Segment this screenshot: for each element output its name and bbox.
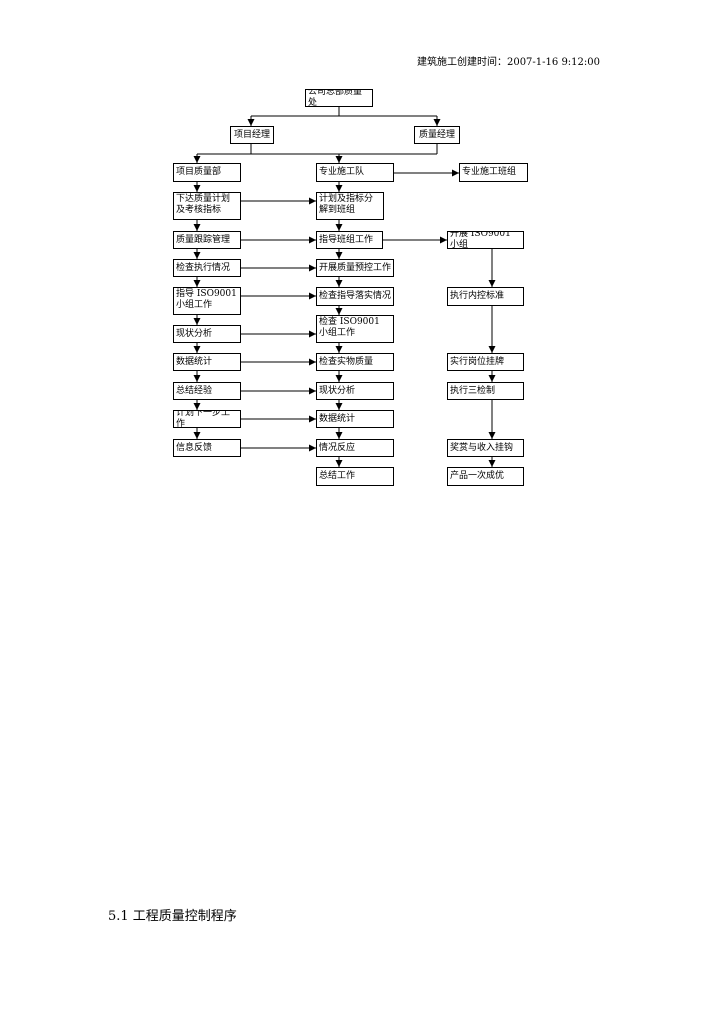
- col2-box-5: 检查指导落实情况: [316, 287, 394, 306]
- col3-box-6: 奖赏与收入挂钩: [447, 439, 524, 457]
- col1-box-8: 总结经验: [173, 382, 241, 400]
- col2-box-2: 计划及指标分解到班组: [316, 192, 384, 220]
- col3-box-1: 专业施工班组: [459, 163, 528, 182]
- col2-box-7: 检查实物质量: [316, 353, 394, 371]
- quality-manager-box: 质量经理: [414, 126, 460, 144]
- hq-quality-dept-box: 公司总部质量处: [305, 89, 373, 107]
- col1-box-4: 检查执行情况: [173, 259, 241, 277]
- col1-box-6: 现状分析: [173, 325, 241, 343]
- col1-box-7: 数据统计: [173, 353, 241, 371]
- col3-box-7: 产品一次成优: [447, 467, 524, 486]
- col2-box-8: 现状分析: [316, 382, 394, 400]
- col2-box-3: 指导班组工作: [316, 231, 383, 249]
- col2-box-6: 检查 ISO9001 小组工作: [316, 315, 394, 343]
- section-heading: 5.1 工程质量控制程序: [108, 909, 237, 924]
- col1-box-1: 项目质量部: [173, 163, 241, 182]
- col2-box-1: 专业施工队: [316, 163, 394, 182]
- col3-box-5: 执行三检制: [447, 382, 524, 400]
- col3-box-4: 实行岗位挂牌: [447, 353, 524, 371]
- col2-box-10: 情况反应: [316, 439, 394, 457]
- project-manager-box: 项目经理: [230, 126, 274, 144]
- col1-box-9: 计划下一步工作: [173, 410, 241, 428]
- col1-box-5: 指导 ISO9001 小组工作: [173, 287, 241, 315]
- document-header: 建筑施工创建时间：2007-1-16 9:12:00: [416, 57, 600, 68]
- col2-box-11: 总结工作: [316, 467, 394, 486]
- col1-box-10: 信息反馈: [173, 439, 241, 457]
- col3-box-3: 执行内控标准: [447, 287, 524, 306]
- col2-box-4: 开展质量预控工作: [316, 259, 394, 277]
- col2-box-9: 数据统计: [316, 410, 394, 428]
- col1-box-3: 质量跟踪管理: [173, 231, 241, 249]
- col1-box-2: 下达质量计划及考核指标: [173, 192, 241, 220]
- col3-box-2: 开展 ISO9001 小组: [447, 231, 524, 249]
